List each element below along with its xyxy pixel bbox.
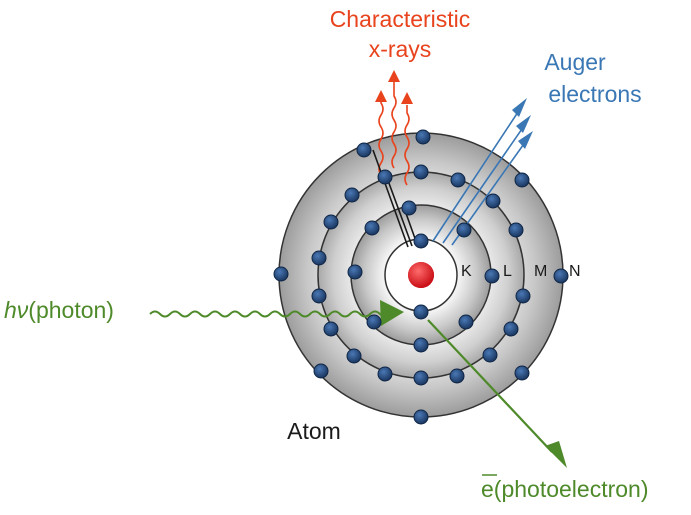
xray-arrowheads [375, 70, 413, 104]
electron [413, 164, 429, 180]
electron [413, 409, 429, 425]
nucleus-core [408, 262, 434, 288]
electron [356, 142, 372, 158]
electron [514, 172, 530, 188]
electron [366, 314, 382, 330]
shell-k-label: K [461, 263, 472, 280]
photoelectron-e: e [481, 476, 494, 502]
characteristic-xray-arrows [378, 81, 410, 186]
photon-text: (photon) [28, 297, 114, 323]
electron [347, 264, 363, 280]
electron [484, 268, 500, 284]
electron [482, 347, 498, 363]
xray-label-line2: x-rays [369, 36, 432, 62]
photon-nu: ν [17, 297, 29, 323]
electron [449, 368, 465, 384]
photoelectron-label: e(photoelectron) [481, 476, 649, 502]
electron [377, 169, 393, 185]
atom-label: Atom [287, 418, 341, 444]
electron [273, 266, 289, 282]
electron [413, 233, 429, 249]
electron [485, 193, 501, 209]
electron [515, 288, 531, 304]
photon-wave [149, 300, 404, 326]
electron [344, 187, 360, 203]
auger-label-line2: electrons [548, 81, 641, 107]
photoelectron-arrow [427, 319, 567, 468]
photoelectron-text: (photoelectron) [494, 476, 649, 502]
photon-h: h [4, 297, 17, 323]
electron [450, 172, 466, 188]
electron [458, 314, 474, 330]
shell-l-label: L [503, 263, 512, 280]
electron [401, 200, 417, 216]
electron [323, 214, 339, 230]
electrons [273, 129, 569, 425]
electron [553, 268, 569, 284]
electron [346, 348, 362, 364]
shell-n-label: N [569, 263, 581, 280]
electron [514, 365, 530, 381]
xray-label-line1: Characteristic [330, 6, 471, 32]
electron [503, 321, 519, 337]
electron [413, 304, 429, 320]
photon-arrowhead [380, 300, 404, 326]
electron [377, 366, 393, 382]
electron [415, 129, 431, 145]
auger-arrowheads [512, 98, 533, 149]
electron [323, 321, 339, 337]
electron [456, 222, 472, 238]
auger-label-line1: Auger [544, 49, 606, 75]
electron [413, 337, 429, 353]
shell-m-label: M [534, 263, 547, 280]
electron [364, 220, 380, 236]
electron [311, 250, 327, 266]
electron [413, 370, 429, 386]
electron [508, 222, 524, 238]
electron [313, 363, 329, 379]
electron [311, 288, 327, 304]
photon-label: hν(photon) [4, 297, 114, 323]
